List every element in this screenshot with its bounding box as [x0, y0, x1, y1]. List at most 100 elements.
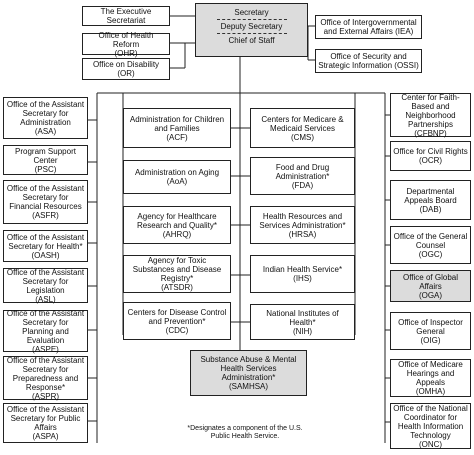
footnote: *Designates a component of the U.S. Publ… [187, 425, 303, 440]
box-name: National Institutes of Health* [266, 308, 339, 327]
box-abbr: (HRSA) [288, 229, 317, 239]
box-aspa: Office of the Assistant Secretary for Pu… [3, 403, 88, 443]
box-name: Substance Abuse & Mental Health Services… [200, 355, 297, 382]
box-abbr: (AoA) [166, 177, 188, 186]
box-abbr: (OMHA) [415, 387, 446, 396]
box-oga: Office of Global Affairs (OGA) [390, 270, 471, 302]
box-name: Office of Health Reform [98, 30, 154, 49]
box-executive-secretariat: The Executive Secretariat [82, 6, 170, 26]
box-ocr: Office for Civil Rights (OCR) [390, 141, 471, 171]
box-abbr: (ASFR) [32, 211, 59, 220]
box-name: Office of the National Coordinator for H… [393, 403, 468, 440]
box-abbr: (FDA) [291, 180, 314, 190]
box-psc: Program Support Center (PSC) [3, 145, 88, 175]
box-abbr: (CDC) [165, 325, 189, 335]
box-name: Office of the Assistant Secretary for Pu… [6, 405, 85, 432]
box-iea: Office of Intergovernmental and External… [315, 15, 422, 39]
box-abbr: (AHRQ) [162, 229, 192, 239]
box-ogc: Office of the General Counsel (OGC) [390, 226, 471, 264]
box-fda: Food and Drug Administration* (FDA) [250, 157, 355, 195]
box-name: Health Resources and Services Administra… [259, 211, 346, 230]
box-name: Centers for Disease Control and Preventi… [127, 307, 227, 326]
box-abbr: (ACF) [166, 132, 188, 142]
box-omha: Office of Medicare Hearings and Appeals … [390, 359, 471, 397]
box-ihs: Indian Health Service* (IHS) [250, 255, 355, 293]
box-aspr: Office of the Assistant Secretary for Pr… [3, 355, 88, 401]
box-oig: Office of Inspector General (OIG) [390, 312, 471, 350]
box-abbr: (OCR) [418, 156, 443, 165]
box-asa: Office of the Assistant Secretary for Ad… [3, 97, 88, 139]
box-samhsa: Substance Abuse & Mental Health Services… [190, 350, 307, 396]
box-asfr: Office of the Assistant Secretary for Fi… [3, 180, 88, 224]
box-name: Office of the Assistant Secretary for Pl… [6, 308, 85, 345]
box-abbr: (ONC) [418, 439, 443, 449]
secretary-title: Secretary [234, 8, 269, 17]
box-abbr: (ASL) [35, 294, 56, 304]
box-name: Office for Civil Rights [393, 147, 468, 156]
box-od: Office on Disability (OR) [82, 58, 170, 80]
box-abbr: (CMS) [290, 132, 315, 142]
secretary-box: Secretary Deputy Secretary Chief of Staf… [195, 3, 308, 57]
box-atsdr: Agency for Toxic Substances and Disease … [123, 255, 231, 293]
box-ossi: Office of Security and Strategic Informa… [315, 49, 422, 73]
box-aoa: Administration on Aging (AoA) [123, 160, 231, 194]
box-cdc: Centers for Disease Control and Preventi… [123, 302, 231, 340]
deputy-divider [216, 33, 287, 34]
deputy-secretary: Deputy Secretary [220, 22, 283, 31]
box-name: Center for Faith-Based and Neighborhood … [401, 92, 460, 129]
box-abbr: (OASH) [31, 250, 60, 260]
box-abbr: (PSC) [34, 164, 57, 174]
box-abbr: (SAMHSA) [228, 382, 269, 391]
box-name: Departmental Appeals Board [404, 186, 457, 205]
chief-of-staff: Chief of Staff [228, 36, 275, 45]
box-abbr: (ASPE) [32, 344, 59, 354]
box-hrsa: Health Resources and Services Administra… [250, 206, 355, 244]
box-name: Administration on Aging [134, 168, 220, 177]
box-name: Agency for Healthcare Research and Quali… [136, 211, 218, 230]
box-asl: Office of the Assistant Secretary for Le… [3, 267, 88, 304]
box-abbr: (ASPA) [32, 432, 59, 441]
box-name: Centers for Medicare & Medicaid Services [261, 114, 344, 133]
box-ahrq: Agency for Healthcare Research and Quali… [123, 206, 231, 244]
box-name: Office of Inspector General [398, 317, 463, 336]
box-name: Office of Intergovernmental and External… [320, 18, 417, 36]
box-name: Office of the Assistant Secretary for He… [6, 232, 85, 251]
box-name: The Executive Secretariat [100, 7, 152, 25]
box-name: Office of Medicare Hearings and Appeals [398, 360, 463, 387]
box-abbr: (DAB) [419, 204, 442, 214]
box-name: Program Support Center [15, 146, 76, 165]
box-abbr: (OGC) [418, 249, 443, 259]
box-name: Food and Drug Administration* [275, 162, 330, 181]
box-aspe: Office of the Assistant Secretary for Pl… [3, 308, 88, 354]
box-name: Office of the Assistant Secretary for Ad… [6, 100, 85, 127]
box-abbr: (ASA) [34, 127, 57, 136]
secretary-divider [216, 19, 287, 20]
box-name: Office of Security and Strategic Informa… [318, 52, 419, 70]
box-abbr: (NIH) [292, 326, 313, 336]
box-name: Office of the General Counsel [393, 231, 468, 250]
box-name: Agency for Toxic Substances and Disease … [132, 256, 222, 283]
box-ohr: Office of Health Reform (OHR) [82, 30, 170, 58]
box-abbr: (ATSDR) [161, 283, 193, 292]
box-nih: National Institutes of Health* (NIH) [250, 304, 355, 340]
box-dab: Departmental Appeals Board (DAB) [390, 180, 471, 220]
box-name: Office on Disability [92, 60, 160, 69]
box-cms: Centers for Medicare & Medicaid Services… [250, 108, 355, 148]
box-name: Office of Global Affairs [403, 272, 458, 291]
box-oash: Office of the Assistant Secretary for He… [3, 230, 88, 262]
box-acf: Administration for Children and Families… [123, 108, 231, 148]
box-name: Office of the Assistant Secretary for Le… [6, 267, 85, 295]
box-abbr: (OR) [117, 69, 135, 78]
box-abbr: (OHR) [114, 48, 138, 58]
box-abbr: (CFBNP) [414, 128, 447, 138]
box-abbr: (OIG) [420, 335, 441, 345]
box-cfbnp: Center for Faith-Based and Neighborhood … [390, 92, 471, 138]
box-abbr: (IHS) [293, 274, 312, 283]
box-abbr: (OGA) [418, 290, 443, 300]
box-name: Office of the Assistant Secretary for Pr… [6, 355, 85, 392]
box-name: Indian Health Service* [262, 265, 343, 274]
box-abbr: (ASPR) [31, 391, 60, 401]
box-onc: Office of the National Coordinator for H… [390, 403, 471, 449]
